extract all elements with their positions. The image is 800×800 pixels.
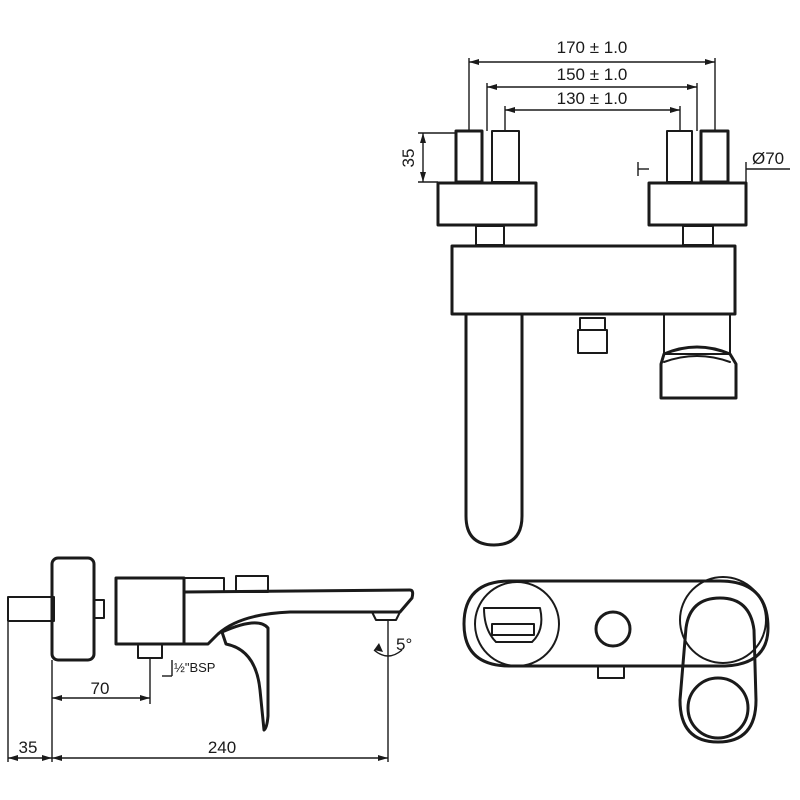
dim-diameter-70-label: Ø70 [752, 149, 784, 168]
lever-neck [663, 313, 731, 355]
spout-angle-label: 5° [396, 635, 412, 654]
left-flange [436, 181, 538, 227]
right-outer-stud [699, 129, 730, 184]
side-cap-left [183, 577, 225, 593]
side-cap-right [235, 575, 269, 593]
side-lever [220, 621, 270, 732]
front-lever-knob [686, 676, 750, 740]
front-view [462, 576, 770, 744]
side-inlet [137, 643, 163, 659]
right-inner-stud [666, 130, 693, 183]
side-body [114, 576, 186, 646]
front-right-flange [679, 576, 767, 664]
front-diverter [594, 610, 632, 648]
angle-arc [373, 649, 403, 657]
dim-170-label: 170 ± 1.0 [557, 38, 628, 57]
left-inner-stud [491, 130, 520, 183]
spout [464, 312, 524, 547]
mixer-body [450, 244, 737, 316]
front-left-flange [474, 581, 560, 667]
spout-outlet [371, 611, 401, 621]
front-outlet [597, 665, 625, 679]
dim-35-wall-label: 35 [19, 738, 38, 757]
dim-150-label: 150 ± 1.0 [557, 65, 628, 84]
dim-35-height-label: 35 [399, 149, 418, 168]
dim-70-label: 70 [91, 679, 110, 698]
inlet-thread-label: ½"BSP [174, 660, 215, 675]
lever-handle [659, 345, 738, 400]
right-flange [647, 181, 748, 227]
front-cap [483, 607, 543, 643]
side-dimensions: ½"BSP 70 35 240 [7, 622, 388, 762]
side-spout [182, 588, 415, 646]
side-flange [50, 556, 96, 662]
side-view: 5° [7, 556, 415, 762]
left-connector [475, 225, 505, 246]
diverter-stem [579, 317, 606, 331]
dim-240-label: 240 [208, 738, 236, 757]
left-outer-stud [454, 129, 484, 184]
diverter-knob [577, 329, 608, 354]
side-connector [93, 599, 105, 619]
front-lever [678, 596, 758, 744]
right-connector [682, 225, 714, 246]
dim-130-label: 130 ± 1.0 [557, 89, 628, 108]
lever-handle-detail [663, 355, 731, 363]
top-dimensions: 170 ± 1.0 150 ± 1.0 130 ± 1.0 35 Ø70 [399, 38, 790, 183]
top-view [436, 129, 748, 547]
front-cap-slot [491, 623, 535, 636]
wall-pipe [7, 596, 55, 622]
